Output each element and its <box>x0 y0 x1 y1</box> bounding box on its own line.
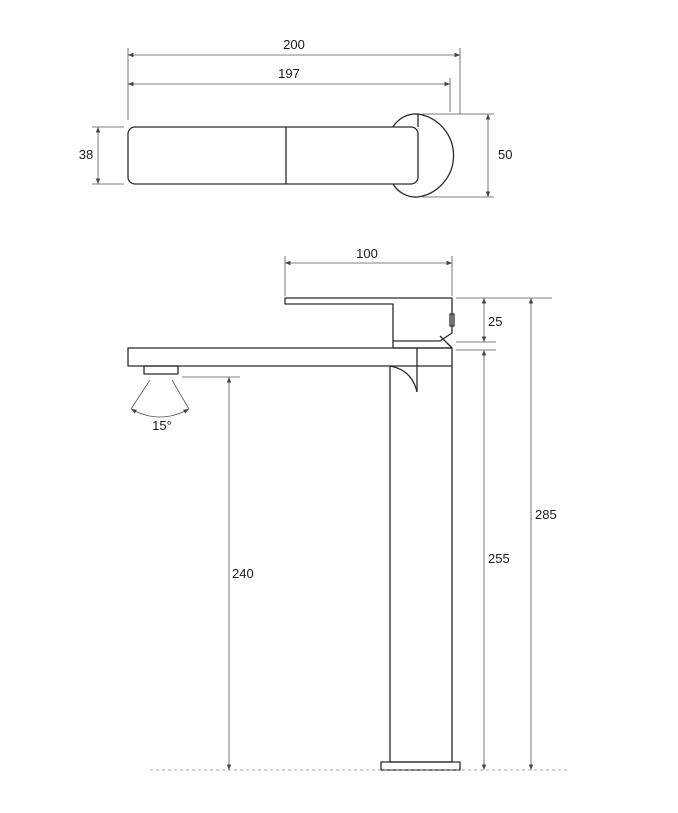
spray-line-right <box>171 379 190 410</box>
dimension-label-38: 38 <box>79 147 93 162</box>
spray-line-left <box>130 379 151 410</box>
dimension-label-255: 255 <box>488 551 510 566</box>
handle-button <box>449 313 455 327</box>
spray-angle-arc <box>130 408 190 418</box>
body-column <box>389 348 453 763</box>
handle-neck <box>392 335 453 349</box>
spray-angle-label: 15° <box>152 418 172 433</box>
dimension-label-197: 197 <box>278 66 300 81</box>
top-view: 200 197 38 50 <box>79 37 512 198</box>
dimension-label-50: 50 <box>498 147 512 162</box>
spout <box>127 347 453 367</box>
top-view-body <box>127 126 419 185</box>
dimension-label-25: 25 <box>488 314 502 329</box>
aerator <box>143 365 179 375</box>
top-view-round-cap <box>392 113 455 198</box>
dimension-label-200: 200 <box>283 37 305 52</box>
base-plate <box>380 761 461 771</box>
dimension-label-240: 240 <box>232 566 254 581</box>
dimension-label-285: 285 <box>535 507 557 522</box>
spout-curve <box>389 365 418 393</box>
side-view: 100 15° 25 240 255 285 <box>127 246 568 771</box>
handle-lever <box>284 297 453 342</box>
dimension-label-100: 100 <box>356 246 378 261</box>
